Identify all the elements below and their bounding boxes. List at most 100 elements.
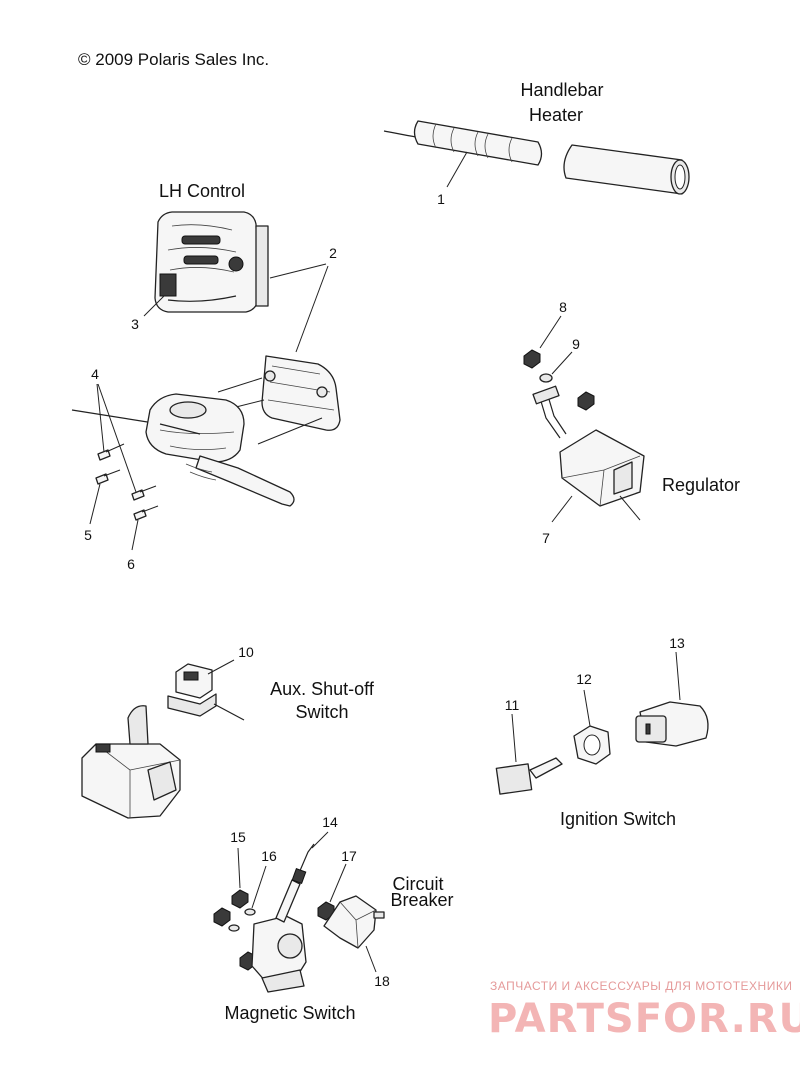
- lh-front-housing-top: [169, 401, 207, 419]
- callout-6: 6: [127, 556, 135, 572]
- regulator-nut-8: [523, 349, 541, 369]
- leader-7: [551, 495, 573, 523]
- leader-12: [583, 689, 591, 727]
- ignition-key-head: [495, 763, 533, 795]
- mag-switch-terminal: [277, 933, 303, 959]
- callout-9: 9: [572, 336, 580, 352]
- leader-14: [311, 831, 329, 849]
- circuit-breaker-edges: [339, 901, 377, 949]
- leader-11: [511, 713, 517, 763]
- brake-lever: [195, 455, 295, 507]
- heater-bands: [432, 123, 513, 163]
- ignition-cylinder-face: [635, 715, 667, 743]
- magnetic-switch-group: Magnetic Switch Circuit Breaker 15 16 14…: [213, 814, 454, 1023]
- heater-grip-bore: [674, 164, 686, 190]
- callout-13: 13: [669, 635, 685, 651]
- aux-switch-group: Aux. Shut-off Switch 10: [81, 644, 375, 819]
- leader-1: [446, 151, 468, 188]
- screw-4a: [97, 443, 125, 461]
- ignition-key-blade: [529, 757, 563, 779]
- regulator-group: Regulator 8 9 7: [523, 299, 740, 546]
- watermark-tagline: ЗАПЧАСТИ И АКСЕССУАРЫ ДЛЯ МОТОТЕХНИКИ: [490, 979, 792, 993]
- aux-switch-label-line2: Switch: [295, 702, 348, 722]
- lh-boss-1: [264, 370, 276, 382]
- callout-1: 1: [437, 191, 445, 207]
- aux-switch-knob: [175, 663, 213, 699]
- aux-switch-wire: [213, 703, 245, 721]
- mag-nut-15: [231, 889, 249, 909]
- regulator-wire-2: [547, 395, 567, 435]
- screw-5: [95, 469, 121, 485]
- lh-switch-toggle-1: [181, 235, 221, 245]
- circuit-breaker-terminal: [373, 911, 385, 919]
- leader-13: [675, 651, 681, 701]
- lever-pivot-lines: [185, 463, 217, 481]
- callout-4: 4: [91, 366, 99, 382]
- mag-nut-a: [213, 907, 231, 927]
- callout-2: 2: [329, 245, 337, 261]
- circuit-breaker-label-line1: Circuit: [392, 874, 443, 894]
- leader-3: [143, 295, 165, 317]
- lh-back-cover: [261, 355, 341, 431]
- aux-switch-base: [167, 693, 217, 717]
- ignition-keyway: [645, 723, 651, 735]
- leader-6: [131, 519, 139, 551]
- leader-18: [365, 945, 377, 973]
- mag-switch-boot: [275, 879, 301, 923]
- aux-housing-slot: [95, 743, 111, 753]
- leader-16: [251, 865, 267, 909]
- ignition-nut-bore: [583, 734, 601, 756]
- handlebar-line-2: [159, 423, 201, 435]
- screw-6: [133, 505, 159, 521]
- callout-11: 11: [505, 697, 520, 713]
- leader-2a: [269, 263, 327, 279]
- leader-regulator-label: [619, 495, 641, 521]
- handlebar-heater-group: Handlebar Heater 1: [383, 80, 690, 207]
- leader-4b: [97, 383, 137, 493]
- lh-front-contours: [159, 429, 235, 450]
- leader-9: [551, 351, 573, 375]
- leader-5: [89, 483, 101, 525]
- regulator-nut-2: [577, 391, 595, 411]
- heater-element: [413, 120, 543, 166]
- watermark-brand: PARTSFOR.RU: [488, 996, 800, 1042]
- handlebar-line: [71, 409, 161, 425]
- circuit-breaker-body: [323, 895, 377, 949]
- mag-washer-a: [228, 924, 240, 932]
- regulator-edges: [561, 455, 641, 507]
- magnetic-switch-label: Magnetic Switch: [224, 1003, 355, 1023]
- aux-housing-edges: [95, 743, 181, 818]
- callout-16: 16: [261, 848, 277, 864]
- leader-4a: [96, 383, 105, 453]
- leader-2b: [295, 265, 329, 353]
- regulator-tab: [613, 461, 633, 495]
- callout-7: 7: [542, 530, 550, 546]
- lh-control-label: LH Control: [159, 181, 245, 201]
- callout-3: 3: [131, 316, 139, 332]
- handlebar-heater-label-line1: Handlebar: [520, 80, 603, 100]
- screw-4b: [131, 485, 157, 501]
- lh-switch-trigger: [159, 273, 177, 297]
- leader-8: [539, 315, 562, 349]
- aux-housing-opening: [147, 761, 177, 801]
- watermark: ЗАПЧАСТИ И АКСЕССУАРЫ ДЛЯ МОТОТЕХНИКИ PA…: [488, 979, 800, 1042]
- mag-washer-16: [244, 908, 256, 916]
- callout-10: 10: [238, 644, 254, 660]
- regulator-wire-1: [539, 397, 561, 439]
- lh-housing-wire: [167, 295, 237, 302]
- ignition-switch-group: Ignition Switch 11 12 13: [495, 635, 709, 829]
- heater-wire: [383, 130, 417, 138]
- aux-switch-knob-top: [183, 671, 199, 681]
- aux-switch-label-line1: Aux. Shut-off: [270, 679, 375, 699]
- handlebar-heater-label-line2: Heater: [529, 105, 583, 125]
- lh-housing-contours: [167, 224, 237, 273]
- callout-18: 18: [374, 973, 390, 989]
- callout-14: 14: [322, 814, 338, 830]
- mag-switch-mount: [261, 969, 305, 993]
- assembly-line-3: [257, 417, 323, 445]
- lh-boss-2: [316, 386, 328, 398]
- lh-housing-side: [255, 225, 269, 307]
- lh-switch-button: [228, 256, 244, 272]
- regulator-connector: [532, 385, 560, 405]
